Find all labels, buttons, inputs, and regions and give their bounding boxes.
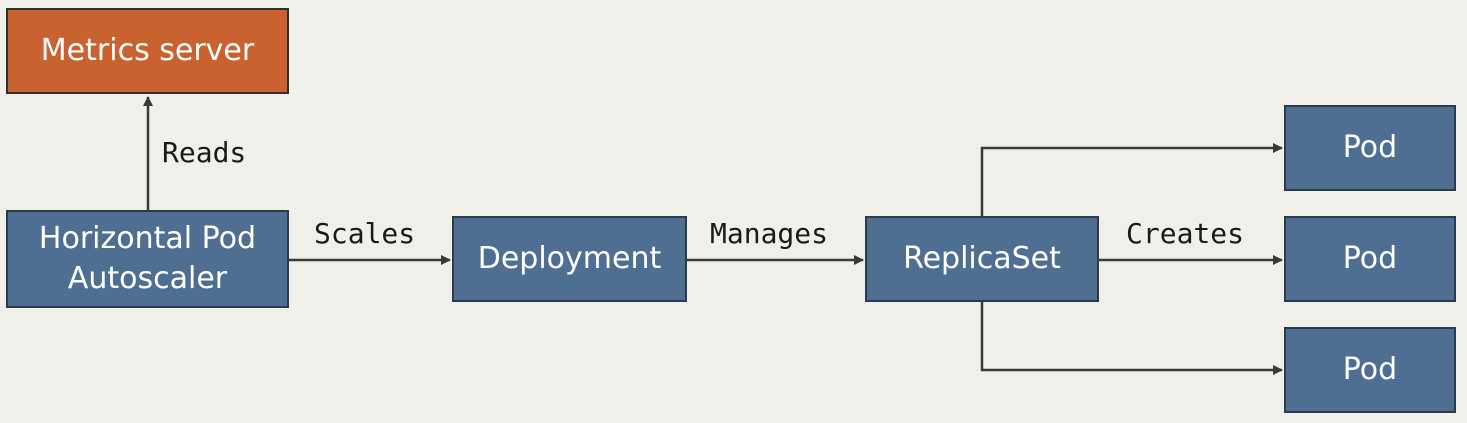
metrics-server-node[interactable]: Metrics server [6, 8, 289, 94]
replicaset-label: ReplicaSet [903, 241, 1061, 276]
creates-arrow-bottom [980, 302, 1283, 375]
creates-arrow-top [980, 143, 1283, 216]
hpa-label-line2: Autoscaler [67, 261, 228, 296]
pod-node-top[interactable]: Pod [1284, 105, 1456, 191]
pod-label-middle: Pod [1342, 241, 1398, 276]
horizontal-pod-autoscaler-node[interactable]: Horizontal Pod Autoscaler [6, 210, 289, 308]
pod-node-middle[interactable]: Pod [1284, 216, 1456, 302]
scales-edge-label: Scales [314, 217, 416, 250]
hpa-label-line1: Horizontal Pod [38, 221, 257, 256]
deployment-label: Deployment [477, 241, 662, 276]
pod-node-bottom[interactable]: Pod [1284, 327, 1456, 413]
reads-edge-label: Reads [162, 136, 247, 169]
deployment-node[interactable]: Deployment [452, 216, 687, 302]
manages-edge-label: Manages [710, 217, 829, 250]
pod-label-top: Pod [1342, 130, 1398, 165]
creates-edge-label: Creates [1126, 217, 1245, 250]
pod-label-bottom: Pod [1342, 352, 1398, 387]
metrics-server-label: Metrics server [40, 33, 255, 68]
replicaset-node[interactable]: ReplicaSet [865, 216, 1099, 302]
